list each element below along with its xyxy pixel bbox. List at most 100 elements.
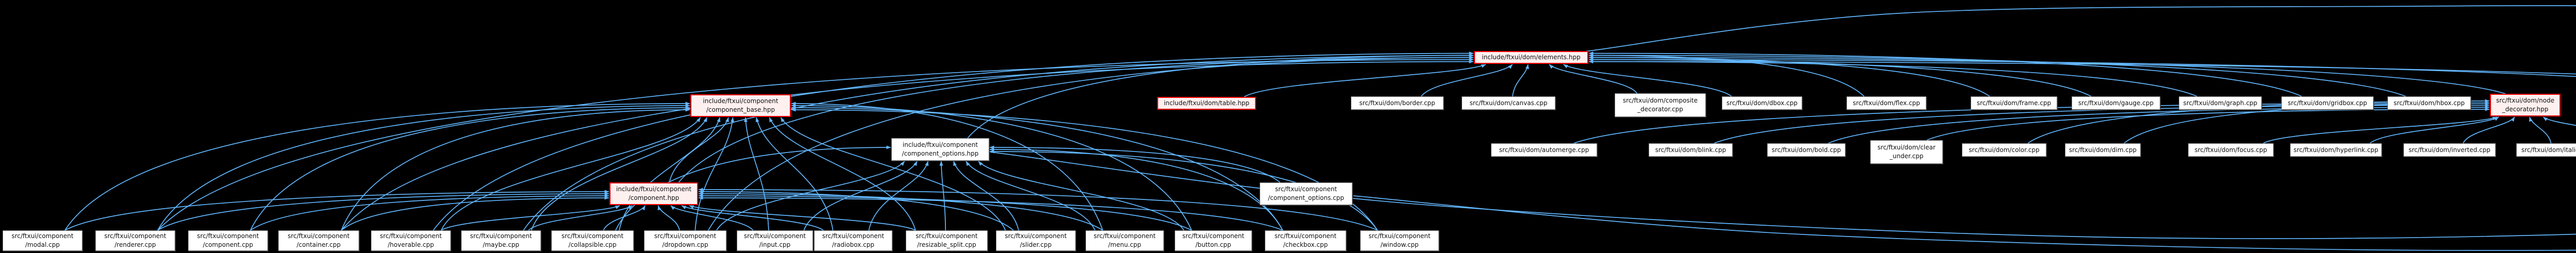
include-edge-radiobox-to-component_hpp [681,205,824,231]
include-edge-paragraph-to-elements [1588,58,2576,77]
graph-node-dim[interactable]: src/ftxui/dom/dim.cpp [2065,143,2141,157]
include-edge-radiobox-to-component_base [755,117,834,231]
graph-node-maybe[interactable]: src/ftxui/component/maybe.cpp [461,230,541,251]
graph-node-bold[interactable]: src/ftxui/dom/bold.cpp [1767,143,1845,157]
graph-node-collapsible[interactable]: src/ftxui/component/collapsible.cpp [551,230,634,251]
include-edge-input-to-component_base [743,117,769,231]
include-edge-component_cpp-to-component_base [250,106,690,231]
node-label-line: /hoverable.cpp [387,241,434,248]
include-edge-inverted-to-node_decorator [2463,116,2515,144]
node-label-line: src/ftxui/component [11,232,74,240]
include-edge-hyperlink-to-node_decorator [2369,116,2499,144]
graph-node-graph[interactable]: src/ftxui/dom/graph.cpp [2179,96,2262,110]
graph-node-button[interactable]: src/ftxui/component/button.cpp [1175,230,1252,251]
node-label-line: src/ftxui/dom/dim.cpp [2069,146,2137,154]
graph-node-slider[interactable]: src/ftxui/component/slider.cpp [996,230,1076,251]
include-edge-checkbox-to-component_options_hpp [989,147,1283,231]
node-label-line: /component.cpp [202,241,253,248]
node-label-line: src/ftxui/component [1093,232,1156,240]
include-edge-component_options_cpp-to-root [1353,195,2576,251]
node-label-line: src/ftxui/dom/flex.cpp [1853,99,1920,107]
graph-node-hyperlink[interactable]: src/ftxui/dom/hyperlink.cpp [2290,143,2382,157]
include-edge-linear_gradient-to-node_decorator [2543,116,2576,126]
include-edge-radiobox-to-component_options_hpp [868,161,929,231]
node-label-line: src/ftxui/component [916,232,978,240]
graph-node-component_options_hpp[interactable]: include/ftxui/component/component_option… [891,138,989,161]
include-edge-component_cpp-to-component_hpp [250,194,609,231]
include-edge-focus-to-node_decorator [2263,116,2498,144]
graph-node-component_base[interactable]: include/ftxui/component/component_base.h… [690,94,791,117]
graph-node-focus[interactable]: src/ftxui/dom/focus.cpp [2188,143,2274,157]
graph-node-input[interactable]: src/ftxui/component/input.cpp [737,230,813,251]
graph-node-border[interactable]: src/ftxui/dom/border.cpp [1351,96,1444,110]
graph-node-color[interactable]: src/ftxui/dom/color.cpp [1962,143,2046,157]
node-label-line: src/ftxui/dom/gridbox.cpp [2287,99,2367,107]
node-label-line: src/ftxui/component [470,232,532,240]
include-edge-renderer-to-component_base [157,104,690,231]
node-label-line: src/ftxui/component [197,232,259,240]
node-label-line: /radiobox.cpp [832,241,874,248]
include-edge-input-to-component_options_hpp [803,161,918,231]
node-label-line: src/ftxui/dom/canvas.cpp [1469,99,1548,107]
graph-node-composite_decorator[interactable]: src/ftxui/dom/composite_decorator.cpp [1615,93,1706,117]
include-edge-button-to-component_base [791,104,1192,231]
node-label-line: /dropdown.cpp [662,241,708,248]
graph-node-frame[interactable]: src/ftxui/dom/frame.cpp [1971,96,2057,110]
graph-node-automerge[interactable]: src/ftxui/dom/automerge.cpp [1491,143,1597,157]
node-label-line: src/ftxui/dom/automerge.cpp [1499,146,1589,154]
node-label-line: src/ftxui/dom/dbox.cpp [1726,99,1798,107]
node-label-line: src/ftxui/component [1275,185,1337,193]
include-edge-elements-to-root [1584,5,2576,52]
graph-node-gridbox[interactable]: src/ftxui/dom/gridbox.cpp [2281,96,2374,110]
graph-node-container[interactable]: src/ftxui/component/container.cpp [278,230,359,251]
graph-node-resizable_split[interactable]: src/ftxui/component/resizable_split.cpp [906,230,988,251]
include-edge-menu-to-component_base [791,102,1104,231]
node-label-line: src/ftxui/dom/focus.cpp [2194,146,2267,154]
node-label-line: src/ftxui/component [561,232,624,240]
graph-node-menu[interactable]: src/ftxui/component/menu.cpp [1086,230,1164,251]
include-edge-collapsible-to-component_base [618,117,721,231]
node-label-line: src/ftxui/dom/node [2496,97,2554,104]
node-label-line: src/ftxui/component [822,232,885,240]
graph-node-modal[interactable]: src/ftxui/component/modal.cpp [3,230,82,251]
graph-node-window[interactable]: src/ftxui/component/window.cpp [1360,230,1439,251]
node-label-line: /checkbox.cpp [1283,241,1328,248]
include-edge-resizable_split-to-component_options_hpp [939,161,946,231]
graph-node-hbox[interactable]: src/ftxui/dom/hbox.cpp [2387,96,2471,110]
include-edge-container-to-component_base [341,108,690,231]
graph-node-checkbox[interactable]: src/ftxui/component/checkbox.cpp [1265,230,1346,251]
graph-node-flex[interactable]: src/ftxui/dom/flex.cpp [1846,96,1926,110]
graph-node-hoverable[interactable]: src/ftxui/component/hoverable.cpp [371,230,451,251]
include-edge-flexbox_cpp-to-elements [1588,60,2576,75]
graph-node-dbox[interactable]: src/ftxui/dom/dbox.cpp [1722,96,1802,110]
graph-node-radiobox[interactable]: src/ftxui/component/radiobox.cpp [814,230,892,251]
graph-node-node_decorator[interactable]: src/ftxui/dom/node_decorator.hpp [2490,94,2561,116]
include-edge-border-to-elements [1421,64,1513,97]
graph-node-gauge[interactable]: src/ftxui/dom/gauge.cpp [2072,96,2160,110]
include-edge-container-to-component_hpp [341,196,609,231]
include-edge-window-to-component_base [791,108,1378,231]
graph-node-canvas[interactable]: src/ftxui/dom/canvas.cpp [1462,96,1555,110]
node-label-line: /slider.cpp [1020,241,1052,248]
graph-node-clear_under[interactable]: src/ftxui/dom/clear_under.cpp [1870,140,1943,164]
node-label-line: src/ftxui/dom/gauge.cpp [2078,99,2154,107]
node-label-line: src/ftxui/component [1182,232,1245,240]
node-label-line: /component_base.hpp [706,106,775,113]
graph-node-dropdown[interactable]: src/ftxui/component/dropdown.cpp [644,230,726,251]
graph-node-component_options_cpp[interactable]: src/ftxui/component/component_options.cp… [1260,182,1352,205]
include-edge-clear_under-to-node_decorator [1926,107,2490,141]
node-label-line: /input.cpp [759,241,791,248]
include-edge-resizable_split-to-component_base [769,117,916,231]
graph-node-renderer[interactable]: src/ftxui/component/renderer.cpp [95,230,175,251]
graph-node-inverted[interactable]: src/ftxui/dom/inverted.cpp [2403,143,2496,157]
graph-node-component_hpp[interactable]: include/ftxui/component/component.hpp [609,182,698,205]
graph-node-italic[interactable]: src/ftxui/dom/italic.cpp [2516,143,2576,157]
graph-node-elements[interactable]: include/ftxui/dom/elements.hpp [1474,51,1588,64]
node-label-line: /container.cpp [296,241,341,248]
node-label-line: /window.cpp [1380,241,1419,248]
graph-node-component_cpp[interactable]: src/ftxui/component/component.cpp [188,230,268,251]
node-label-line: src/ftxui/component [1005,232,1067,240]
graph-node-blink[interactable]: src/ftxui/dom/blink.cpp [1649,143,1733,157]
include-edge-component_options_hpp-to-root [990,151,2576,239]
graph-node-table[interactable]: include/ftxui/dom/table.hpp [1157,97,1256,110]
